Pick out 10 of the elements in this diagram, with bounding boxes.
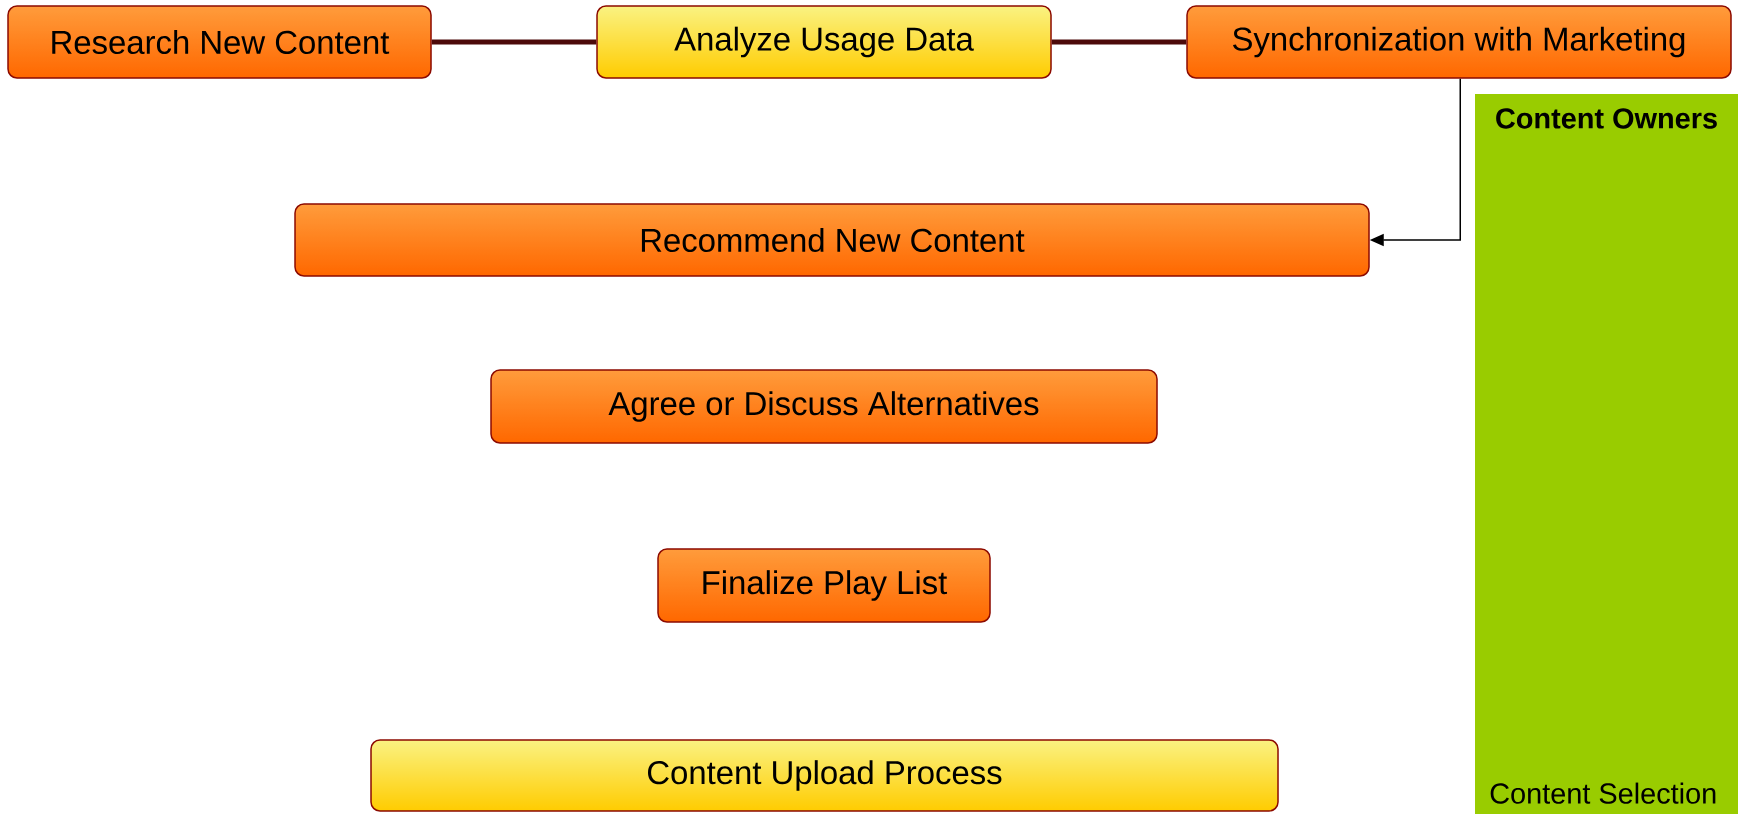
- connector-line: [1051, 39, 1187, 45]
- process-box: Synchronization with Marketing: [1186, 5, 1732, 79]
- list-panel: Content Owners Content Selection: [1475, 94, 1738, 814]
- process-box: Finalize Play List: [657, 548, 991, 623]
- process-box: Analyze Usage Data: [596, 5, 1052, 79]
- process-box: Agree or Discuss Alternatives: [490, 369, 1158, 444]
- connector-line: [431, 39, 597, 45]
- process-box: Recommend New Content: [294, 203, 1370, 277]
- process-box: Research New Content: [7, 5, 432, 79]
- process-box: Content Upload Process: [370, 739, 1279, 812]
